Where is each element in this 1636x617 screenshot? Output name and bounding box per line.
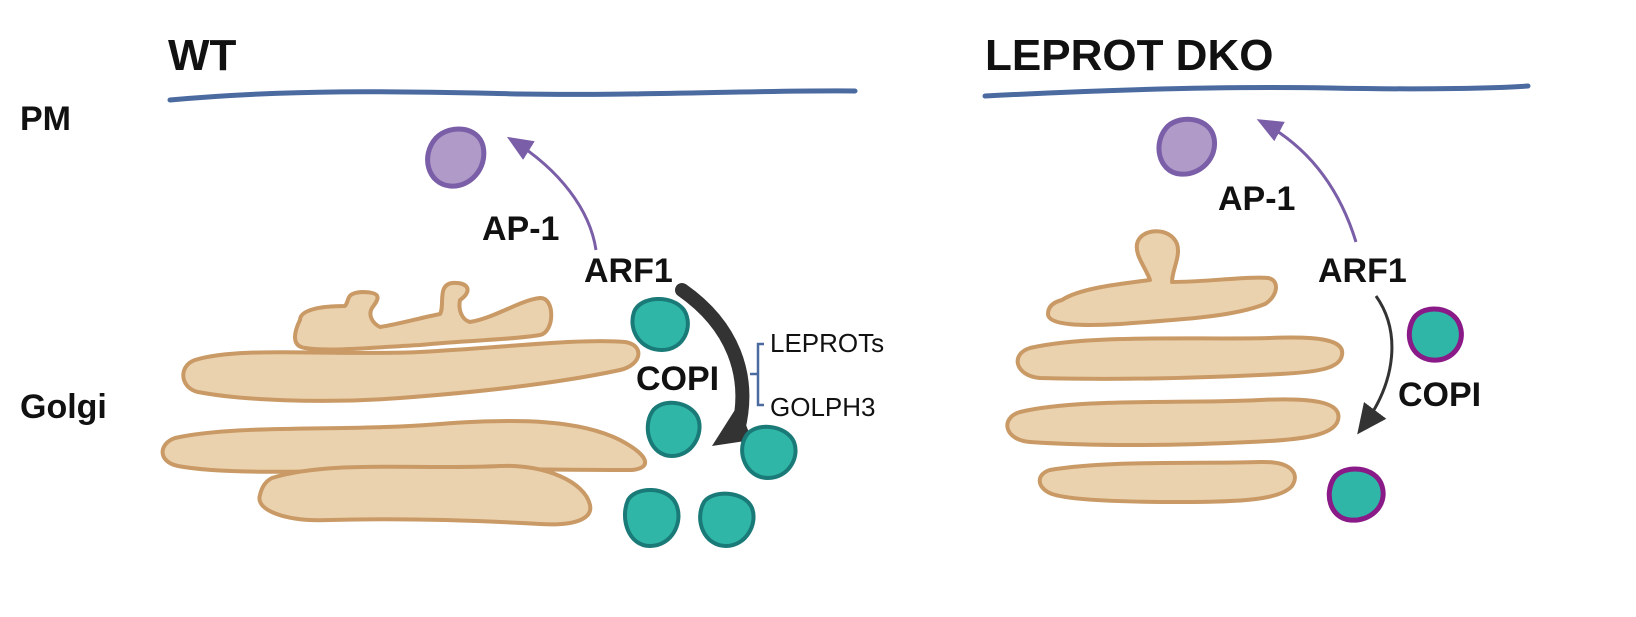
plasma-membrane-wt (167, 88, 858, 103)
panel-dko: LEPROT DKO AP-1 ARF1 COPI (982, 31, 1531, 523)
golgi-stack-dko (1005, 229, 1345, 504)
copi-vesicle (698, 491, 756, 549)
label-leprots: LEPROTs (770, 328, 884, 358)
copi-arrowhead-wt (712, 405, 752, 446)
bracket-leprots-golph3 (750, 342, 764, 407)
copi-vesicles-wt (623, 296, 798, 549)
copi-vesicle (645, 400, 702, 459)
golgi-cisterna (1015, 335, 1345, 381)
label-ap1-wt: AP-1 (482, 210, 559, 248)
copi-vesicle (1326, 466, 1386, 523)
label-golph3: GOLPH3 (770, 392, 876, 422)
copi-vesicle (630, 296, 690, 353)
golgi-cisterna (293, 280, 554, 352)
ap1-vesicle-wt (425, 126, 487, 189)
golgi-cisterna (181, 339, 641, 403)
panel-title-dko: LEPROT DKO (985, 31, 1273, 80)
panel-title-wt: WT (168, 31, 237, 80)
copi-vesicle (623, 487, 681, 549)
ap1-vesicle-dko (1156, 116, 1218, 177)
golgi-stack-wt (160, 280, 648, 527)
copi-arrow-wt (675, 283, 750, 437)
golgi-cisterna (160, 419, 648, 474)
label-arf1-wt: ARF1 (584, 252, 673, 290)
golgi-cisterna (1005, 397, 1341, 447)
ap1-arrow-dko (1256, 119, 1358, 243)
ap1-arrow-wt (506, 136, 598, 251)
copi-arrow-dko (1357, 295, 1394, 435)
region-label-golgi: Golgi (20, 388, 107, 426)
copi-vesicle (1406, 306, 1464, 363)
label-copi-wt: COPI (636, 360, 719, 398)
plasma-membrane-dko (982, 83, 1531, 99)
golgi-cisterna (1037, 459, 1297, 504)
golgi-cisterna (1046, 229, 1278, 327)
copi-vesicles-dko (1326, 306, 1464, 523)
golgi-cisterna (257, 463, 593, 527)
region-label-pm: PM (20, 100, 71, 138)
label-copi-dko: COPI (1398, 376, 1481, 414)
label-arf1-dko: ARF1 (1318, 252, 1407, 290)
label-ap1-dko: AP-1 (1218, 180, 1295, 218)
copi-vesicle (740, 424, 798, 481)
panel-wt: WT AP-1 ARF1 COPI LEPROTs GOLPH3 (160, 31, 884, 549)
